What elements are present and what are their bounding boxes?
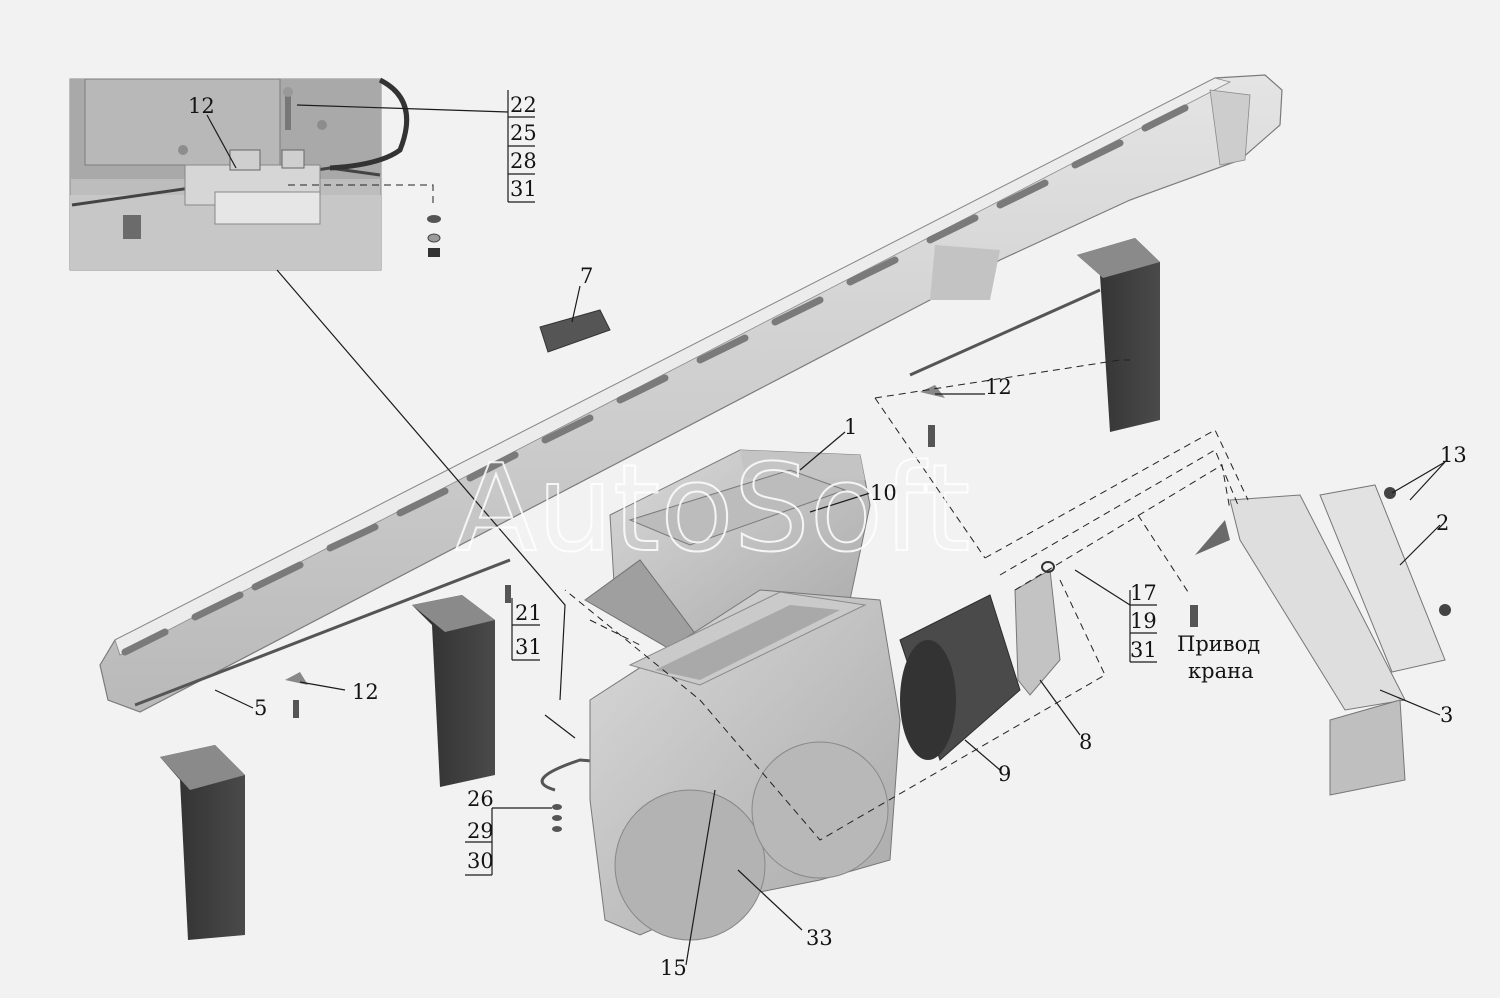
label-part-10: 10 [870, 481, 897, 505]
part-7-handle [539, 309, 611, 353]
stack-label-28: 28 [510, 149, 537, 173]
detail-inset [69, 77, 434, 271]
label-part-8: 8 [1079, 730, 1092, 754]
stack-label-22: 22 [510, 93, 537, 117]
stack-label-26: 26 [467, 787, 494, 811]
inset-fasteners [427, 215, 441, 257]
label-part-33: 33 [806, 926, 833, 950]
stack-label-29: 29 [467, 819, 494, 843]
part-9-bellows [899, 594, 1021, 761]
label-part-13: 13 [1440, 443, 1467, 467]
part-8-cover [1014, 569, 1061, 696]
stack-label-21: 21 [515, 601, 542, 625]
label-part-12-upper: 12 [985, 375, 1012, 399]
small-fasteners [285, 385, 1198, 832]
assembly-dashed-lines [564, 359, 1249, 841]
control-rods [134, 288, 1101, 792]
post-middle [412, 595, 495, 787]
stack-label-25: 25 [510, 121, 537, 145]
label-part-3: 3 [1440, 703, 1453, 727]
part-10-frame [584, 469, 847, 656]
part-3-bracket [1195, 494, 1406, 796]
post-front-left [160, 745, 245, 940]
inset-label-12: 12 [188, 94, 215, 118]
label-part-5: 5 [254, 696, 267, 720]
part-33-heater-housing [589, 589, 901, 941]
drive-note-line2: крана [1188, 659, 1254, 683]
watermark-text: AutoSoft [455, 440, 970, 579]
stack-label-31: 31 [510, 177, 537, 201]
stack-label-17: 17 [1130, 581, 1157, 605]
leader-lines [206, 90, 1446, 966]
label-part-7: 7 [580, 264, 593, 288]
drive-note-line1: Привод [1177, 632, 1260, 656]
stack-label-30: 30 [467, 849, 494, 873]
stack-label-19: 19 [1130, 609, 1157, 633]
label-part-9: 9 [998, 762, 1011, 786]
stack-label-31-c: 31 [1130, 638, 1157, 662]
label-part-2: 2 [1436, 511, 1449, 535]
stack-label-31-b: 31 [515, 635, 542, 659]
post-rear-right [1077, 238, 1160, 432]
label-part-15: 15 [660, 956, 687, 980]
label-part-1: 1 [844, 415, 857, 439]
beam [99, 74, 1283, 713]
beam-slots [121, 104, 1189, 656]
part-2-plate [1319, 484, 1451, 673]
label-part-12-lower: 12 [352, 680, 379, 704]
